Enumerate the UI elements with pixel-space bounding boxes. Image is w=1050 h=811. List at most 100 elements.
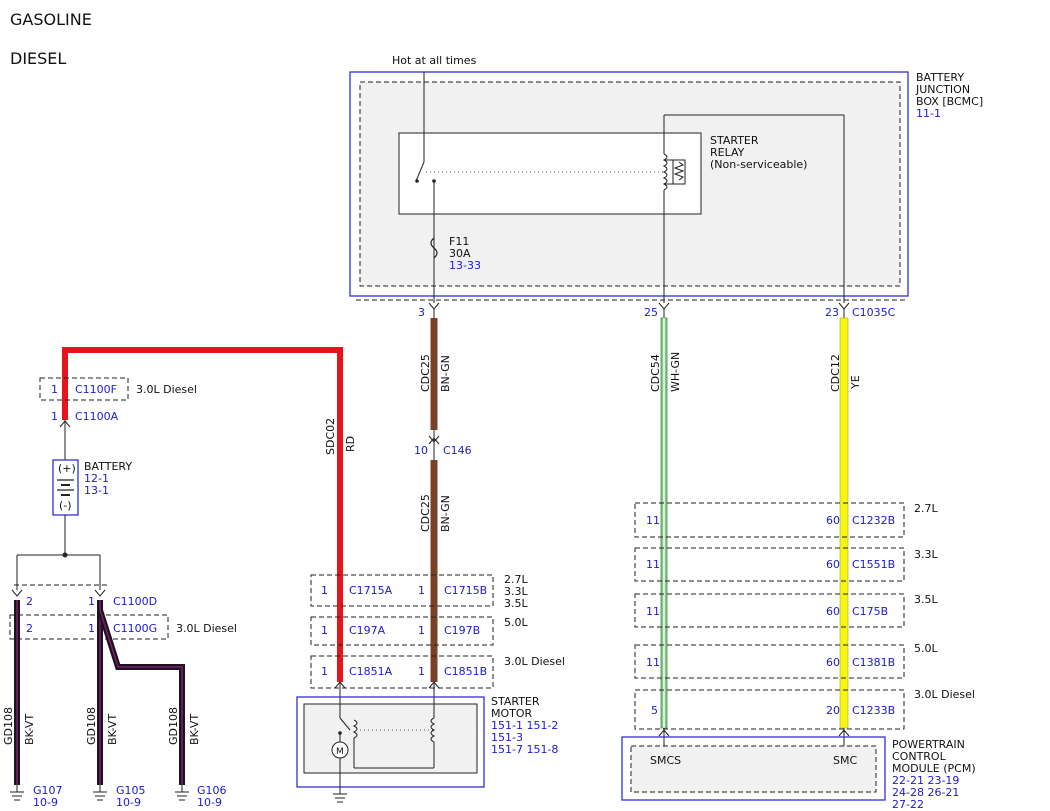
- cdc25-lower-circuit: CDC25: [419, 494, 432, 532]
- bjb-connector-c1035c: C1035C: [852, 306, 896, 319]
- c1100g-note: 3.0L Diesel: [176, 622, 237, 635]
- ground-icon: [10, 785, 24, 801]
- c1381b-pin-a: 11: [646, 656, 660, 669]
- c1232b-pin-a: 11: [646, 514, 660, 527]
- c1381b-pin-b: 60: [826, 656, 840, 669]
- c1851b-name: C1851B: [444, 665, 487, 678]
- gd108-3-circuit: GD108: [167, 707, 180, 745]
- c1715b-name: C1715B: [444, 584, 487, 597]
- connector-c197: 1 C197A 1 C197B 5.0L: [310, 616, 528, 646]
- connector-c1233b: 5 20 C1233B 3.0L Diesel: [634, 688, 975, 730]
- relay-label-line2: RELAY: [710, 146, 745, 159]
- fuse-f11: F11 30A 13-33: [430, 235, 481, 272]
- battery-minus-label: (-): [59, 499, 72, 512]
- c1715-note-3: 3.5L: [504, 597, 528, 610]
- starter-ref-3: 151-7 151-8: [491, 743, 558, 756]
- c146-pin: 10: [414, 444, 428, 457]
- ground-icon: [93, 785, 107, 801]
- c1715-note-2: 3.3L: [504, 585, 528, 598]
- c1851a-name: C1851A: [349, 665, 393, 678]
- c1233b-pin-b: 20: [826, 704, 840, 717]
- sdc02-circuit: SDC02: [324, 418, 337, 455]
- connector-c175b: 11 60 C175B 3.5L: [634, 593, 938, 628]
- c1233b-name: C1233B: [852, 704, 895, 717]
- pin-arrow-icon: [428, 302, 440, 310]
- bjb-pin-23: 23: [825, 306, 839, 319]
- cdc25-lower-color: BN-GN: [439, 495, 452, 532]
- sdc02-color: RD: [344, 436, 357, 452]
- diesel-header: DIESEL: [10, 49, 66, 68]
- c1715b-pin: 1: [418, 584, 425, 597]
- c1232b-note: 2.7L: [914, 502, 938, 515]
- c197-note: 5.0L: [504, 616, 528, 629]
- cdc12-circuit: CDC12: [829, 354, 842, 392]
- ground-g107-name: G107: [33, 784, 63, 797]
- ground-g106-ref: 10-9: [197, 796, 222, 809]
- connector-c1381b: 11 60 C1381B 5.0L: [634, 642, 938, 679]
- c1100f-connector: [39, 377, 129, 401]
- c1381b-note: 5.0L: [914, 642, 938, 655]
- c1551b-pin-b: 60: [826, 558, 840, 571]
- c1851-note: 3.0L Diesel: [504, 655, 565, 668]
- pcm-label-line1: POWERTRAIN: [892, 738, 965, 751]
- starter-label-line1: STARTER: [491, 695, 540, 708]
- c1100g-pin-a: 2: [26, 622, 33, 635]
- c1851a-pin: 1: [321, 665, 328, 678]
- connector-c1715: 1 C1715A 1 C1715B 2.7L 3.3L 3.5L: [310, 573, 528, 610]
- pcm-smc-label: SMC: [833, 754, 857, 767]
- relay-label-line1: STARTER: [710, 134, 759, 147]
- hot-at-all-times-label: Hot at all times: [392, 54, 477, 67]
- pin-arrow-icon: [428, 681, 440, 689]
- cdc25-upper-color: BN-GN: [439, 355, 452, 392]
- c1100f-pin: 1: [51, 383, 58, 396]
- connector-c1851: 1 C1851A 1 C1851B 3.0L Diesel: [310, 655, 565, 689]
- c197b-name: C197B: [444, 624, 480, 637]
- fuse-icon: [430, 237, 438, 259]
- c1715-note-1: 2.7L: [504, 573, 528, 586]
- relay-label-line3: (Non-serviceable): [710, 158, 807, 171]
- pcm-ref-1: 22-21 23-19: [892, 774, 959, 787]
- starter-label-line2: MOTOR: [491, 707, 533, 720]
- c1100f-name: C1100F: [75, 383, 117, 396]
- c197a-name: C197A: [349, 624, 386, 637]
- cdc25-upper-circuit: CDC25: [419, 354, 432, 392]
- wire-sdc02: [62, 347, 343, 682]
- battery-cells-icon: [57, 479, 74, 496]
- c197b-pin: 1: [418, 624, 425, 637]
- starter-ref-2: 151-3: [491, 731, 523, 744]
- bjb-pin-3: 3: [418, 306, 425, 319]
- c1715a-name: C1715A: [349, 584, 393, 597]
- ground-g107-ref: 10-9: [33, 796, 58, 809]
- c1851b-pin: 1: [418, 665, 425, 678]
- pin-arrow-icon: [94, 589, 106, 597]
- pcm-label-line3: MODULE (PCM): [892, 762, 976, 775]
- bjb-pin-25: 25: [644, 306, 658, 319]
- gd108-1-circuit: GD108: [2, 707, 15, 745]
- c175b-pin-a: 11: [646, 605, 660, 618]
- pin-arrow-icon: [59, 420, 71, 428]
- gd108-2-circuit: GD108: [85, 707, 98, 745]
- connector-c1232b: 11 60 C1232B 2.7L: [634, 502, 938, 538]
- c1100f-note: 3.0L Diesel: [136, 383, 197, 396]
- bjb-label-line1: BATTERY: [916, 71, 964, 84]
- pcm-ref-3: 27-22: [892, 798, 924, 811]
- c1100a-name: C1100A: [75, 410, 119, 423]
- c1100d-name: C1100D: [113, 595, 157, 608]
- c1100d-pin-b: 1: [88, 595, 95, 608]
- bjb-label-line3: BOX [BCMC]: [916, 95, 983, 108]
- powertrain-control-module: SMCS SMC: [621, 736, 886, 801]
- battery-label: BATTERY: [84, 460, 132, 473]
- c1100d-pin-a: 2: [26, 595, 33, 608]
- fuse-ref: 13-33: [449, 259, 481, 272]
- c1232b-pin-b: 60: [826, 514, 840, 527]
- c1381b-name: C1381B: [852, 656, 895, 669]
- solenoid-coil-icon: [430, 717, 436, 743]
- fuse-name: F11: [449, 235, 469, 248]
- gd108-2-color: BK-VT: [106, 714, 119, 745]
- pin-arrow-icon: [11, 589, 23, 597]
- starter-relay: STARTER RELAY (Non-serviceable): [398, 72, 807, 215]
- gasoline-header: GASOLINE: [10, 10, 92, 29]
- battery-ref2: 13-1: [84, 484, 109, 497]
- cdc12-color: YE: [849, 375, 862, 390]
